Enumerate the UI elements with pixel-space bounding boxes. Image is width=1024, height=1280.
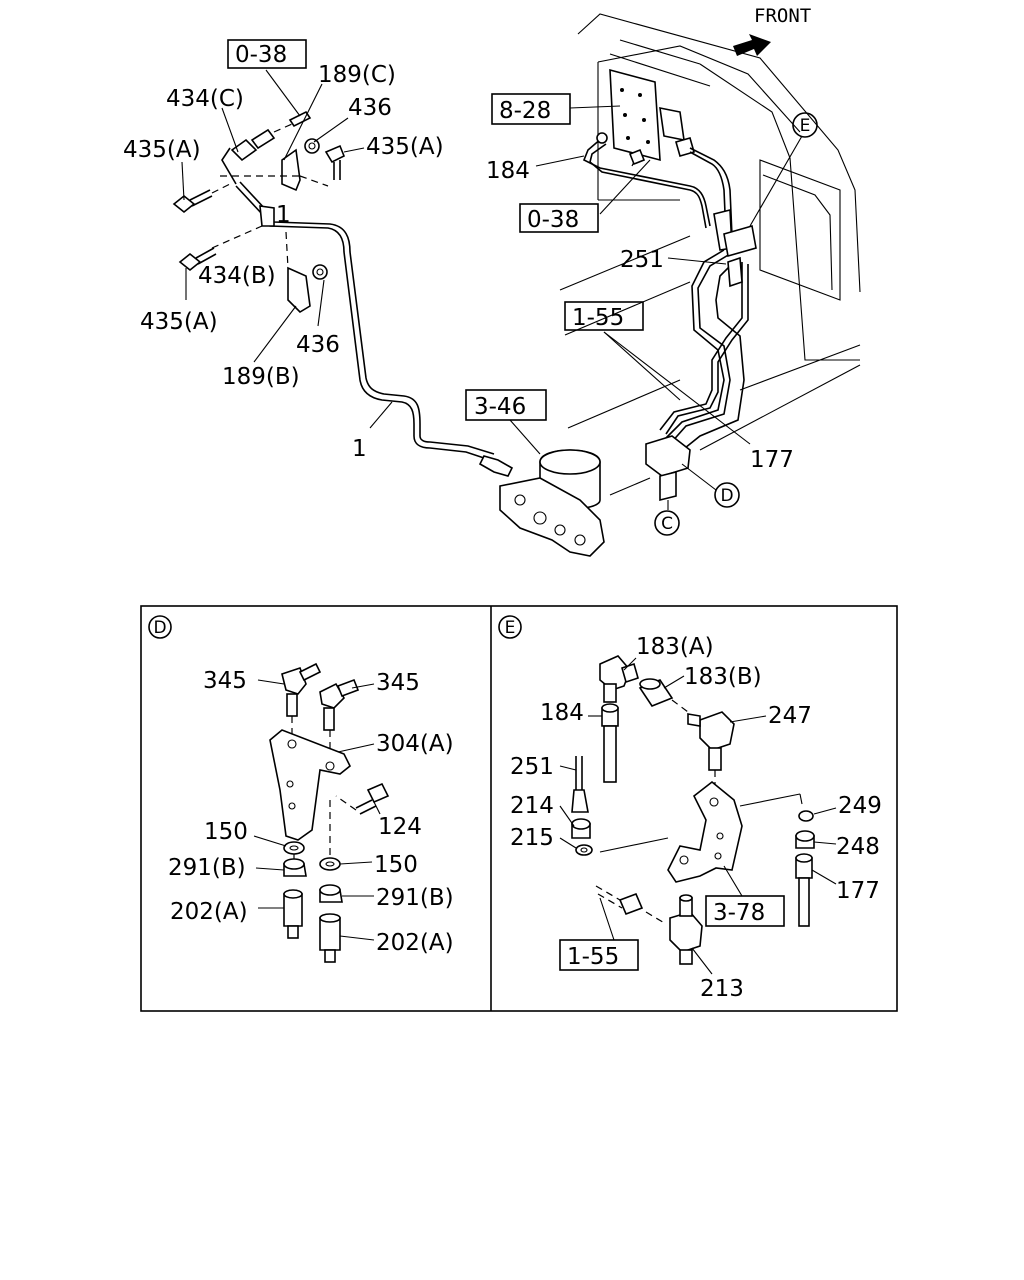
svg-text:C: C bbox=[661, 514, 673, 534]
callout-435a-upper: 435(A) bbox=[366, 134, 444, 160]
callout-304a: 304(A) bbox=[376, 731, 454, 757]
cab-outline bbox=[559, 13, 861, 496]
panel-e-leaders bbox=[559, 657, 837, 975]
callout-435a-lower: 435(A) bbox=[140, 309, 218, 335]
top-leader-lines bbox=[181, 69, 803, 510]
callout-183a: 183(A) bbox=[636, 634, 714, 660]
circle-tag-e: E bbox=[792, 112, 818, 138]
callout-189b: 189(B) bbox=[222, 364, 300, 390]
callout-150-right: 150 bbox=[374, 852, 418, 878]
ref-box-0-38-top: 0-38 bbox=[227, 39, 307, 69]
svg-text:E: E bbox=[800, 116, 811, 136]
svg-text:8-28: 8-28 bbox=[499, 98, 551, 124]
callout-124: 124 bbox=[378, 814, 422, 840]
bracket-189c bbox=[220, 148, 329, 192]
callout-251-detail: 251 bbox=[510, 754, 554, 780]
front-arrow-icon bbox=[733, 34, 771, 56]
mounting-plate bbox=[609, 68, 685, 162]
ref-box-3-78: 3-78 bbox=[705, 895, 785, 927]
callout-183b: 183(B) bbox=[684, 664, 762, 690]
ref-box-1-55-top: 1-55 bbox=[564, 301, 644, 331]
front-label: FRONT bbox=[754, 5, 811, 27]
nut-436-upper bbox=[304, 138, 320, 154]
svg-text:1-55: 1-55 bbox=[572, 305, 624, 331]
svg-text:D: D bbox=[720, 486, 733, 506]
circle-tag-d: D bbox=[714, 482, 740, 508]
callout-434b: 434(B) bbox=[198, 263, 276, 289]
callout-184-detail: 184 bbox=[540, 700, 584, 726]
air-dryer bbox=[478, 449, 605, 557]
svg-text:0-38: 0-38 bbox=[235, 42, 287, 68]
panel-d-tag: D bbox=[148, 615, 172, 639]
panel-d-leaders bbox=[253, 679, 381, 941]
callout-202a-left: 202(A) bbox=[170, 899, 248, 925]
pipe-1 bbox=[221, 147, 495, 461]
callout-184-top: 184 bbox=[486, 158, 530, 184]
callout-214: 214 bbox=[510, 793, 554, 819]
callout-291b-right: 291(B) bbox=[376, 885, 454, 911]
callout-291b-left: 291(B) bbox=[168, 855, 246, 881]
ref-box-8-28: 8-28 bbox=[491, 93, 571, 125]
callout-345-left: 345 bbox=[203, 668, 247, 694]
panel-e-tag: E bbox=[498, 615, 522, 639]
junction-block bbox=[645, 224, 757, 502]
callout-345-right: 345 bbox=[376, 670, 420, 696]
detail-frame bbox=[140, 605, 898, 1012]
ref-box-1-55-detail: 1-55 bbox=[559, 939, 639, 971]
callout-434c: 434(C) bbox=[166, 86, 244, 112]
svg-text:3-78: 3-78 bbox=[713, 900, 765, 926]
callout-177-top: 177 bbox=[750, 447, 794, 473]
panel-e-parts bbox=[571, 655, 815, 965]
callout-189c: 189(C) bbox=[318, 62, 396, 88]
callout-247: 247 bbox=[768, 703, 812, 729]
callout-248: 248 bbox=[836, 834, 880, 860]
circle-tag-c: C bbox=[654, 510, 680, 536]
bolt-435a-left bbox=[172, 183, 231, 214]
callout-177-detail: 177 bbox=[836, 878, 880, 904]
svg-text:1-55: 1-55 bbox=[567, 944, 619, 970]
callout-435a-left: 435(A) bbox=[123, 137, 201, 163]
svg-text:E: E bbox=[505, 618, 516, 638]
fitting-434c bbox=[230, 110, 312, 162]
pipe-177 bbox=[659, 262, 749, 435]
callout-202a-right: 202(A) bbox=[376, 930, 454, 956]
svg-text:3-46: 3-46 bbox=[474, 394, 526, 420]
callout-215: 215 bbox=[510, 825, 554, 851]
callout-1-upper: 1 bbox=[276, 202, 291, 228]
callout-1-lower: 1 bbox=[352, 436, 367, 462]
svg-text:0-38: 0-38 bbox=[527, 207, 579, 233]
panel-d-parts bbox=[269, 662, 390, 963]
bolt-435a-lower bbox=[178, 247, 217, 272]
callout-251-top: 251 bbox=[620, 247, 664, 273]
callout-249: 249 bbox=[838, 793, 882, 819]
bracket-189b bbox=[211, 205, 328, 314]
callout-436-lower: 436 bbox=[296, 332, 340, 358]
ref-box-3-46: 3-46 bbox=[465, 389, 547, 421]
callout-150-left: 150 bbox=[204, 819, 248, 845]
callout-213: 213 bbox=[700, 976, 744, 1002]
ref-box-0-38-mid: 0-38 bbox=[519, 203, 599, 233]
svg-text:D: D bbox=[153, 618, 166, 638]
bolt-435a-upper bbox=[324, 144, 346, 180]
callout-436-upper: 436 bbox=[348, 95, 392, 121]
